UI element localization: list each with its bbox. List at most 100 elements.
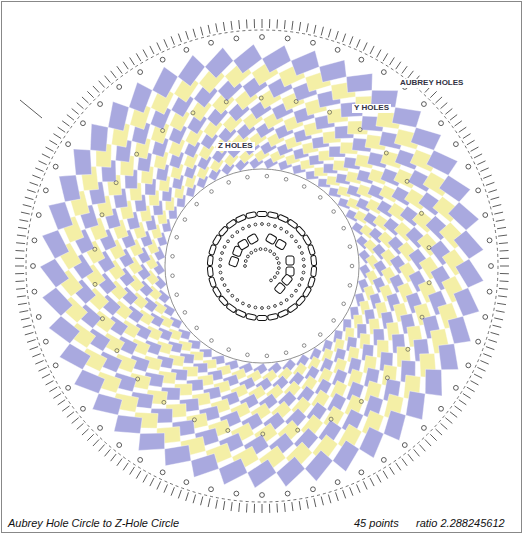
- y-hole: [192, 418, 196, 422]
- trilithon: [274, 274, 293, 294]
- y-hole: [427, 281, 431, 285]
- bluestone: [227, 240, 230, 243]
- bank-hatch: [314, 498, 316, 507]
- aubrey-hole: [81, 406, 86, 411]
- z-hole: [195, 202, 199, 206]
- z-hole: [348, 284, 352, 288]
- aubrey-hole: [138, 70, 143, 75]
- bluestone: [231, 294, 234, 297]
- sarsen-stone: [218, 295, 228, 306]
- aubrey-hole: [98, 102, 103, 107]
- bank-hatch: [231, 502, 232, 511]
- bank-hatch: [435, 429, 442, 435]
- bank-hatch: [87, 434, 93, 440]
- bank-hatch: [483, 354, 491, 357]
- bank-hatch: [343, 34, 346, 42]
- bank-hatch: [336, 492, 339, 501]
- lattice-diamond: [129, 82, 152, 113]
- bluestone: [223, 284, 226, 287]
- bluestone: [267, 306, 270, 309]
- bank-hatch: [441, 423, 448, 429]
- bank-hatch: [474, 154, 482, 158]
- sarsen-stone: [212, 234, 221, 245]
- bank-hatch: [430, 434, 436, 440]
- lattice-diamond: [108, 102, 129, 132]
- lattice-diamond: [439, 175, 470, 202]
- y-hole: [420, 315, 424, 319]
- bank-hatch: [171, 487, 174, 495]
- bluestone: [274, 225, 277, 228]
- bank-hatch: [441, 103, 448, 109]
- y-hole: [93, 282, 97, 286]
- bank-hatch: [483, 175, 491, 178]
- bank-hatch: [32, 175, 40, 178]
- bank-hatch: [111, 71, 117, 78]
- bank-hatch: [17, 235, 26, 236]
- bank-hatch: [67, 412, 74, 418]
- bank-hatch: [500, 273, 509, 274]
- z-hole: [302, 185, 306, 189]
- bank-hatch: [450, 412, 457, 418]
- bluestone: [254, 306, 257, 309]
- bank-hatch: [500, 266, 509, 267]
- z-hole: [183, 311, 187, 315]
- z-hole: [195, 326, 199, 330]
- bank-hatch: [471, 147, 479, 151]
- bank-hatch: [307, 500, 309, 509]
- bluestone-horseshoe: [276, 272, 279, 275]
- lattice-diamond: [411, 127, 441, 150]
- bank-hatch: [488, 340, 497, 343]
- bank-hatch: [164, 39, 168, 47]
- bluestone-horseshoe: [273, 276, 276, 279]
- z-hole: [318, 196, 322, 200]
- aubrey-hole: [209, 487, 214, 492]
- bank-hatch: [414, 449, 420, 456]
- bank-hatch: [19, 220, 28, 222]
- bank-hatch: [467, 387, 475, 392]
- bank-hatch: [117, 459, 122, 466]
- bank-hatch: [350, 487, 353, 495]
- bank-hatch: [269, 19, 270, 28]
- bank-hatch: [276, 19, 278, 28]
- aubrey-hole: [66, 385, 71, 390]
- aubrey-hole: [234, 491, 239, 496]
- bank-hatch: [396, 62, 401, 69]
- bank-hatch: [25, 197, 34, 200]
- lattice-diamond: [425, 369, 442, 396]
- aubrey-hole: [453, 385, 458, 390]
- lattice-diamond: [205, 47, 233, 78]
- aubrey-hole: [138, 457, 143, 462]
- bank-hatch: [150, 46, 154, 54]
- bluestone: [290, 294, 293, 297]
- aubrey-hole: [285, 36, 290, 41]
- bank-hatch: [208, 25, 210, 34]
- bluestone: [280, 302, 283, 305]
- lattice-diamond: [138, 433, 164, 450]
- bank-hatch: [491, 197, 500, 200]
- caption: Aubrey Hole Circle to Z-Hole Circle: [6, 517, 181, 529]
- bank-hatch: [254, 504, 255, 513]
- sarsen-stone: [257, 212, 267, 217]
- y-hole: [226, 428, 230, 432]
- bank-hatch: [21, 212, 30, 214]
- lattice-diamond: [90, 124, 108, 152]
- bank-hatch: [58, 400, 65, 405]
- bank-hatch: [82, 97, 89, 103]
- aubrey-hole: [487, 238, 492, 243]
- y-hole: [385, 376, 389, 380]
- bank-hatch: [402, 66, 407, 73]
- bank-hatch: [430, 91, 436, 97]
- bank-hatch: [62, 406, 69, 411]
- trilithon: [265, 233, 286, 250]
- bank-hatch: [467, 140, 475, 145]
- bank-hatch: [396, 463, 401, 470]
- bank-hatch: [39, 367, 47, 371]
- y-hole: [405, 179, 409, 183]
- sarsen-stone: [257, 316, 267, 321]
- bank-hatch: [474, 374, 482, 378]
- bluestone: [290, 235, 293, 238]
- z-hole: [350, 264, 354, 268]
- sarsen-stone: [246, 313, 257, 320]
- sarsen-stone: [212, 286, 221, 297]
